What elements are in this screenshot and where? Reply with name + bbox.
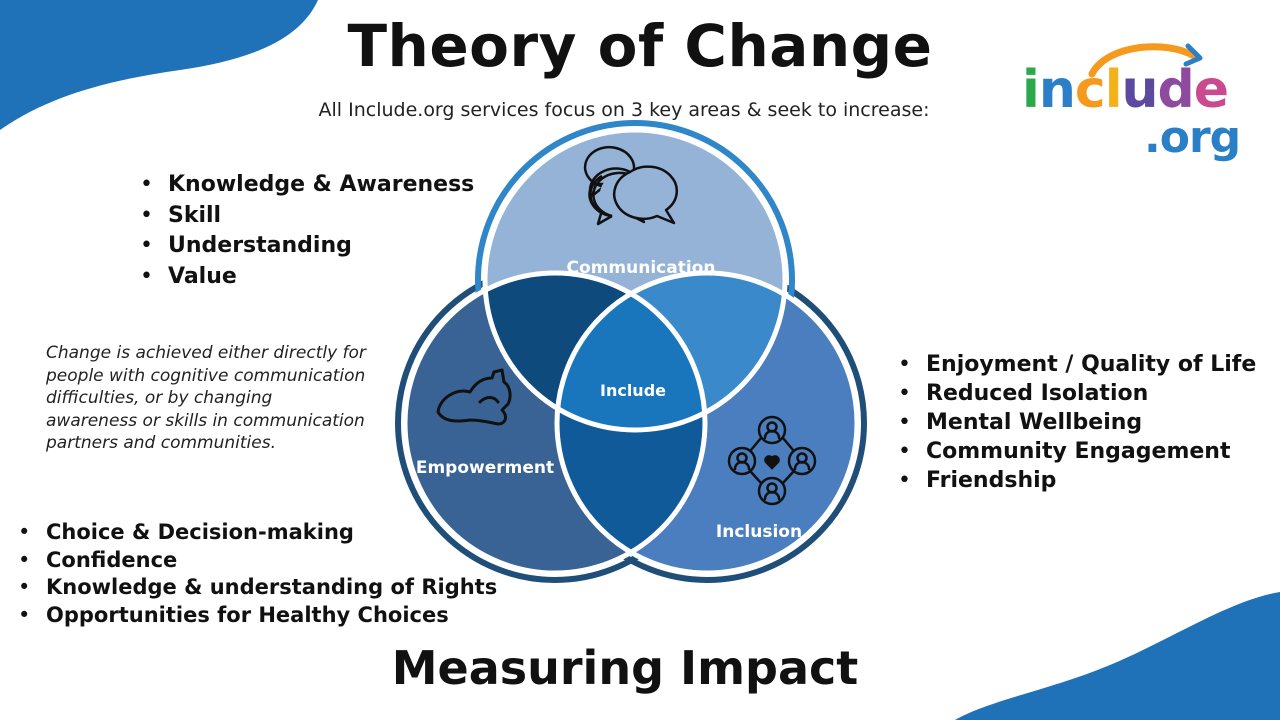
outcomes-list-empowerment: Choice & Decision-making Confidence Know…	[16, 519, 497, 629]
logo-wordmark: include	[1022, 60, 1229, 120]
logo-letter: n	[1038, 60, 1076, 120]
list-item: Choice & Decision-making	[16, 519, 497, 547]
divider-communication	[482, 127, 788, 433]
list-item: Mental Wellbeing	[896, 408, 1256, 437]
divider-inclusion	[554, 270, 860, 576]
logo-letter: d	[1157, 60, 1195, 120]
list-item: Understanding	[138, 231, 474, 262]
bottom-right-blob	[955, 592, 1280, 720]
change-note: Change is achieved either directly for p…	[46, 343, 366, 453]
list-item: Knowledge & understanding of Rights	[16, 574, 497, 602]
speech-bubbles-icon	[583, 145, 679, 226]
logo-letter: c	[1074, 60, 1106, 120]
label-empowerment: Empowerment	[416, 458, 554, 478]
list-item: Enjoyment / Quality of Life	[896, 350, 1256, 379]
top-left-blob	[0, 0, 318, 130]
flexed-arm-icon	[436, 368, 512, 426]
list-item: Reduced Isolation	[896, 379, 1256, 408]
list-item: Community Engagement	[896, 437, 1256, 466]
outcomes-list-communication: Knowledge & Awareness Skill Understandin…	[138, 170, 474, 292]
logo-letter: i	[1022, 60, 1040, 120]
overlap-center	[557, 273, 705, 430]
page-subtitle: All Include.org services focus on 3 key …	[318, 99, 930, 121]
logo-org-text: .org	[1144, 112, 1241, 163]
list-item: Opportunities for Healthy Choices	[16, 602, 497, 630]
venn-diagram: Communication Empowerment Inclusion Incl…	[395, 120, 867, 583]
list-item: Value	[138, 262, 474, 293]
logo-arc-arrow-icon	[1088, 43, 1203, 78]
logo-letter: u	[1121, 60, 1159, 120]
page-title: Theory of Change	[347, 12, 933, 80]
logo-letter: l	[1104, 60, 1123, 120]
label-inclusion: Inclusion	[716, 522, 802, 542]
include-org-logo: include .org	[1022, 40, 1242, 170]
label-center: Include	[600, 381, 666, 400]
list-item: Knowledge & Awareness	[138, 170, 474, 201]
people-network-icon	[727, 415, 817, 506]
label-communication: Communication	[567, 258, 716, 278]
outcomes-list-inclusion: Enjoyment / Quality of Life Reduced Isol…	[896, 350, 1256, 495]
footer-title: Measuring Impact	[391, 641, 859, 695]
list-item: Skill	[138, 201, 474, 232]
divider-empowerment	[402, 270, 708, 576]
list-item: Confidence	[16, 547, 497, 575]
logo-letter: e	[1193, 60, 1229, 120]
list-item: Friendship	[896, 466, 1256, 495]
